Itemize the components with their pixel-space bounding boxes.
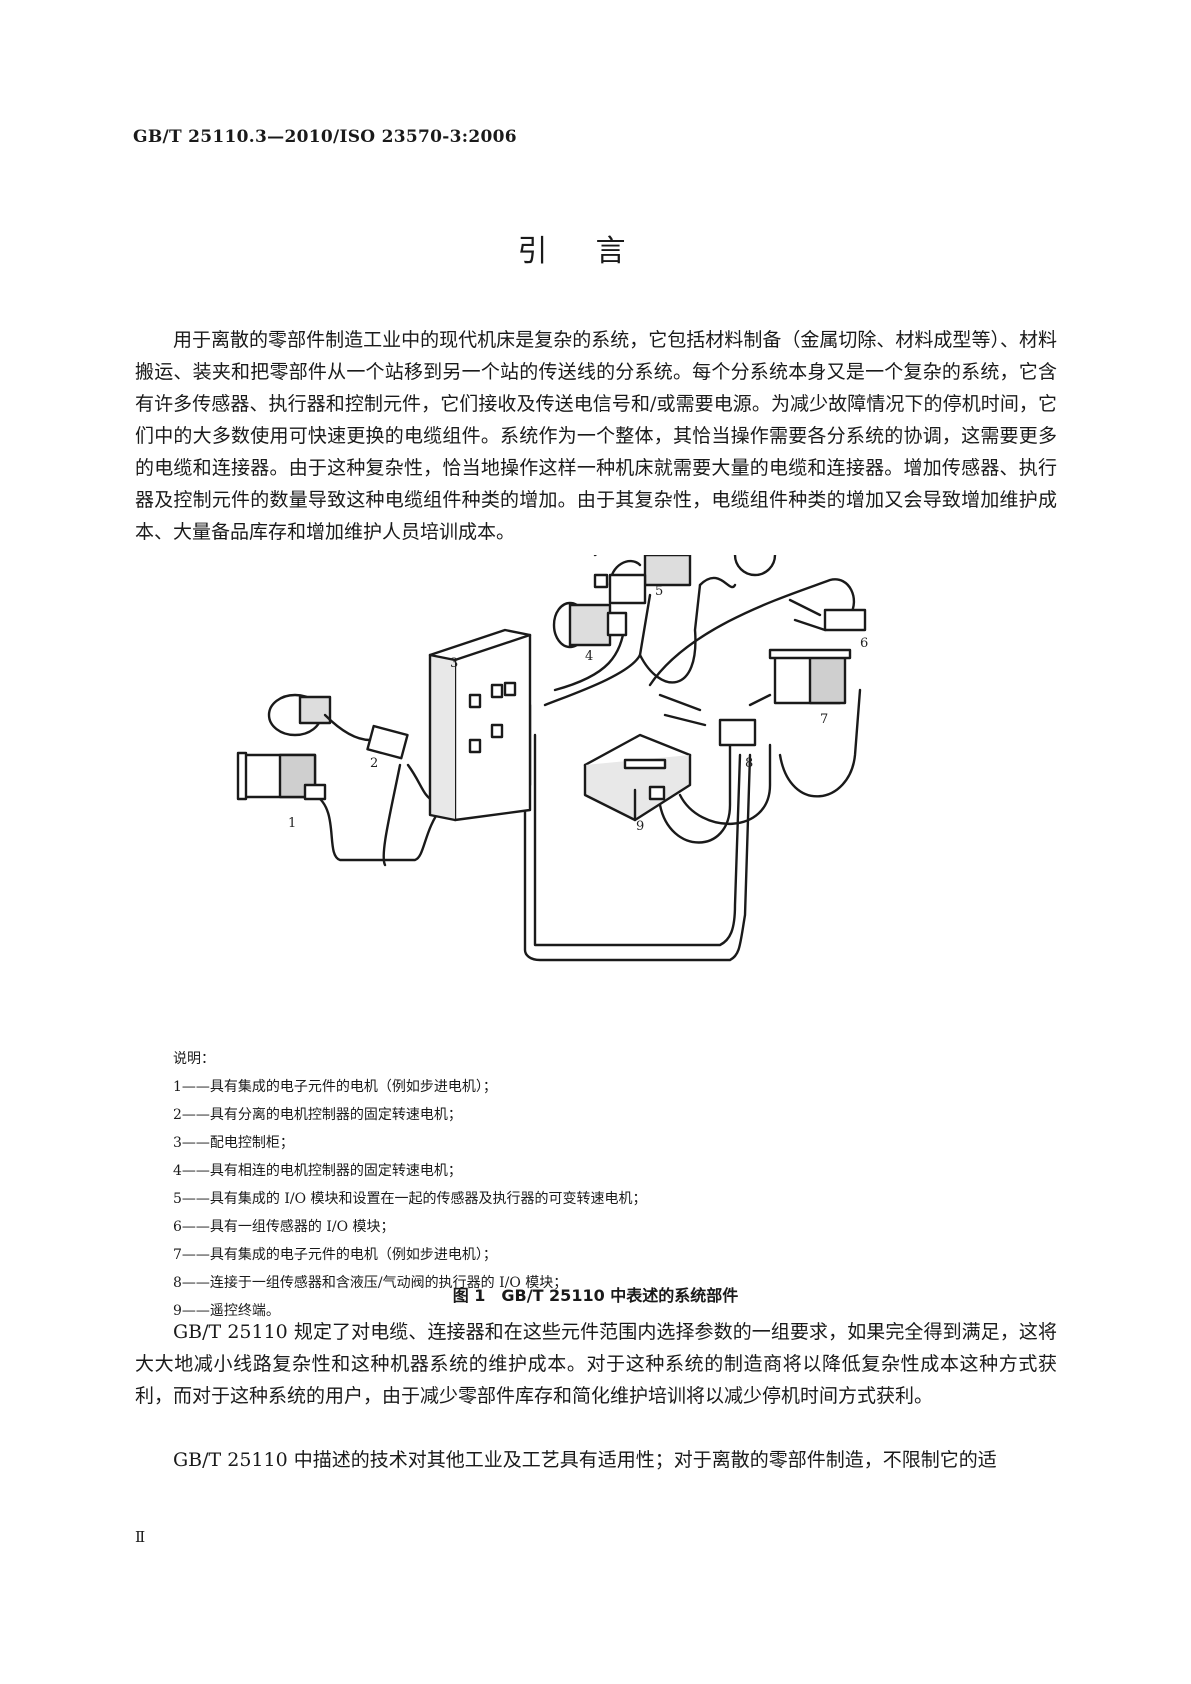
legend-item: 8——连接于一组传感器和含液压/气动阀的执行器的 I/O 模块； bbox=[173, 1275, 568, 1291]
cable-bundle bbox=[313, 559, 862, 962]
motor-1 bbox=[236, 751, 327, 801]
control-cabinet-3 bbox=[428, 628, 532, 822]
section-title: 引言 bbox=[517, 234, 674, 269]
legend-heading: 说明： bbox=[173, 1051, 215, 1067]
intro-paragraph-3: GB/T 25110 中描述的技术对其他工业及工艺具有适用性；对于离散的零部件制… bbox=[173, 1449, 997, 1471]
standard-header: GB/T 25110.3—2010/ISO 23570-3:2006 bbox=[133, 127, 517, 147]
figure-label-4: 4 bbox=[585, 649, 593, 664]
remote-terminal-9 bbox=[583, 733, 692, 822]
figure-label-2: 2 bbox=[370, 756, 378, 771]
legend-item: 3——配电控制柜； bbox=[173, 1135, 294, 1151]
figure-caption: 图 1 GB/T 25110 中表述的系统部件 bbox=[452, 1286, 739, 1305]
figure-label-6: 6 bbox=[860, 636, 868, 651]
system-components-figure: 1 2 3 4 5 6 7 8 9 bbox=[236, 555, 868, 962]
figure-label-7: 7 bbox=[820, 712, 828, 727]
figure-label-3: 3 bbox=[450, 656, 458, 671]
figure-label-8: 8 bbox=[745, 756, 753, 771]
io-module-6 bbox=[788, 598, 867, 632]
figure-label-9: 9 bbox=[636, 819, 644, 834]
motor-5 bbox=[593, 555, 777, 605]
legend-item: 2——具有分离的电机控制器的固定转速电机； bbox=[173, 1107, 462, 1123]
figure-legend: 说明： 1——具有集成的电子元件的电机（例如步进电机）； 2——具有分离的电机控… bbox=[173, 1045, 647, 1325]
motor-7 bbox=[768, 648, 852, 705]
figure-label-1: 1 bbox=[288, 816, 296, 831]
motor-4 bbox=[552, 601, 628, 649]
legend-item: 5——具有集成的 I/O 模块和设置在一起的传感器及执行器的可变转速电机； bbox=[173, 1191, 647, 1207]
io-module-8 bbox=[658, 693, 772, 747]
legend-item: 6——具有一组传感器的 I/O 模块； bbox=[173, 1219, 395, 1235]
legend-item: 4——具有相连的电机控制器的固定转速电机； bbox=[173, 1163, 462, 1179]
legend-item: 1——具有集成的电子元件的电机（例如步进电机）； bbox=[173, 1079, 497, 1095]
intro-paragraph-2: GB/T 25110 规定了对电缆、连接器和在这些元件范围内选择参数的一组要求，… bbox=[135, 1321, 1057, 1407]
intro-paragraph-1: 用于离散的零部件制造工业中的现代机床是复杂的系统，它包括材料制备（金属切除、材料… bbox=[135, 329, 1057, 543]
legend-item: 7——具有集成的电子元件的电机（例如步进电机）； bbox=[173, 1247, 497, 1263]
figure-label-5: 5 bbox=[655, 584, 663, 599]
legend-item: 9——遥控终端。 bbox=[173, 1303, 280, 1319]
page-number: Ⅱ bbox=[135, 1528, 146, 1546]
motor-2 bbox=[267, 693, 409, 760]
